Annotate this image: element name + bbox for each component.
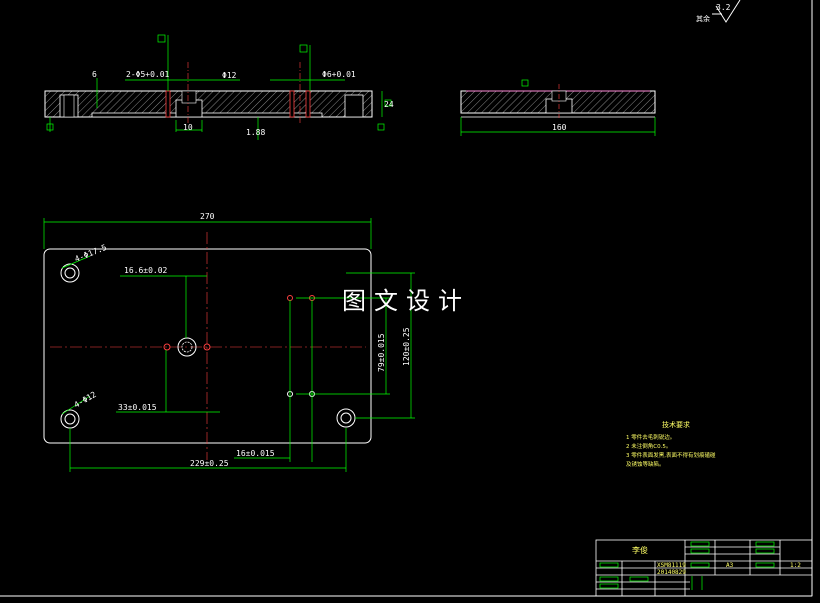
dim-holes-right: Φ6+0.01 <box>322 70 356 79</box>
dim-offset-33: 33±0.015 <box>118 403 157 412</box>
title-block <box>595 539 813 597</box>
tech-note-1: 1 零件去毛刺锐边。 <box>626 433 675 441</box>
dim-width-10: 10 <box>183 123 193 132</box>
center-hole <box>163 337 211 357</box>
dim-slot-width: Φ12 <box>222 71 237 80</box>
front-section-view: 2-Φ5+0.01 Φ12 Φ6+0.01 24 10 1.88 6 <box>44 34 394 140</box>
dim-overall-width: 270 <box>200 212 215 221</box>
title-designer: 李俊 <box>632 545 648 555</box>
title-sheet: A3 <box>726 562 734 569</box>
tech-notes-title: 技术要求 <box>662 420 690 429</box>
dim-height-79: 79±0.015 <box>377 333 386 372</box>
title-date: 20140829 <box>657 569 686 576</box>
dim-holes-left: 2-Φ5+0.01 <box>126 70 170 79</box>
tech-note-3: 3 零件表面发黑,表面不得有划痕磕碰 <box>626 451 716 459</box>
title-drawing-no: XSM81119 <box>657 562 686 569</box>
dim-depth: 1.88 <box>246 128 265 137</box>
dim-offset-x: 16.6±0.02 <box>124 266 168 275</box>
dim-offset-16: 16±0.015 <box>236 449 275 458</box>
dim-thickness: 24 <box>384 100 394 109</box>
corner-holes <box>60 263 356 429</box>
plan-view: 270 4-Φ17.5 16.6±0.02 4-Φ12 33±0.015 16±… <box>43 212 415 472</box>
tech-note-2: 2 未注倒角C0.5。 <box>626 442 671 450</box>
watermark-text: 图文设计 <box>342 287 470 315</box>
dim-hole-bottom: 4-Φ12 <box>73 390 99 410</box>
side-section-view: 160 <box>460 79 656 136</box>
technical-requirements: 技术要求 1 零件去毛刺锐边。 2 未注倒角C0.5。 3 零件表面发黑,表面不… <box>626 420 716 468</box>
roughness-label: 其余 <box>696 14 710 23</box>
dim-left-6: 6 <box>92 70 97 79</box>
dim-counterbore-top: 4-Φ17.5 <box>73 243 108 264</box>
title-scale: 1:2 <box>790 562 801 569</box>
dim-height-120: 120±0.25 <box>402 327 411 366</box>
tech-note-extra: 及锈蚀等缺陷。 <box>626 460 665 468</box>
roughness-symbol: 3.2 其余 <box>696 0 741 23</box>
pin-holes <box>287 295 315 397</box>
roughness-value: 3.2 <box>716 3 731 12</box>
dim-span-229: 229±0.25 <box>190 459 229 468</box>
dim-length-160: 160 <box>552 123 567 132</box>
